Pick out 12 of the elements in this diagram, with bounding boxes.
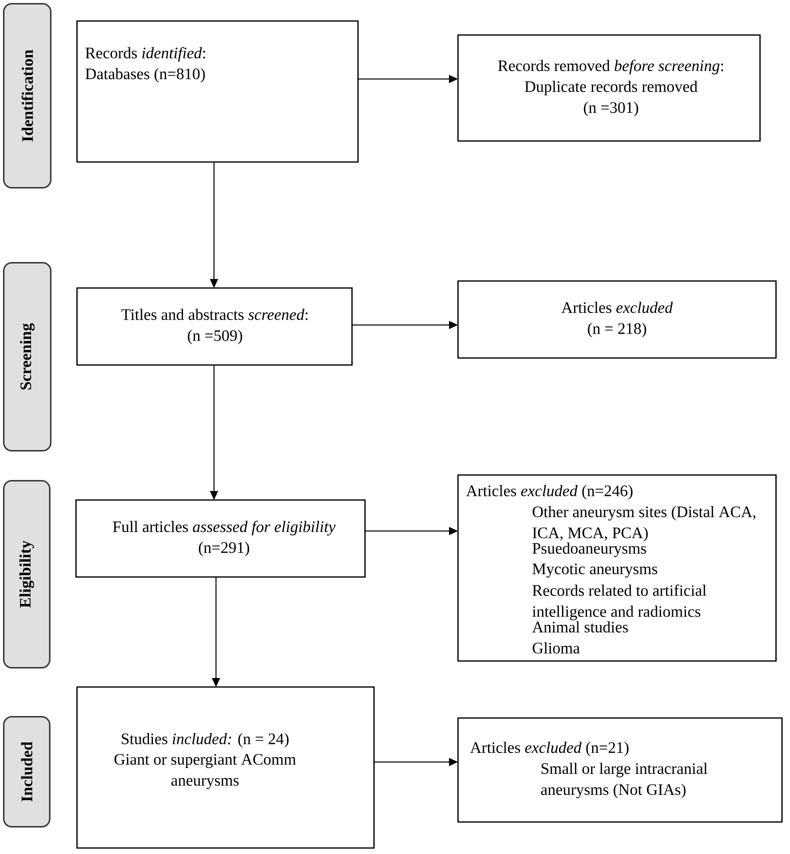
stage-label: Identification	[3, 3, 52, 188]
process-box: Studies included: (n = 24) Giant or supergiant AComm aneurysms	[76, 686, 375, 849]
process-box: Articles excluded (n=21) Small or large intracranial aneurysms (Not GIAs)	[457, 717, 783, 823]
process-box: Full articles assessed for eligibility (n=291)	[75, 499, 366, 578]
stage-label: Eligibility	[3, 480, 50, 668]
process-box: Articles excluded (n=246) Other aneurysm sites (Distal ACA, ICA, MCA, PCA) Psuedoaneurysms Mycotic aneurysms Records related to artificial intelligence and radiomics Animal studies Glioma	[457, 474, 777, 662]
process-box: Titles and abstracts screened: (n =509)	[76, 287, 353, 366]
process-box: Articles excluded (n = 218)	[457, 280, 777, 359]
process-box: Records removed before screening: Duplicate records removed (n =301)	[457, 34, 761, 142]
process-box: Records identified: Databases (n=810)	[76, 20, 359, 163]
stage-label: Included	[3, 716, 50, 828]
stage-label: Screening	[3, 262, 52, 452]
